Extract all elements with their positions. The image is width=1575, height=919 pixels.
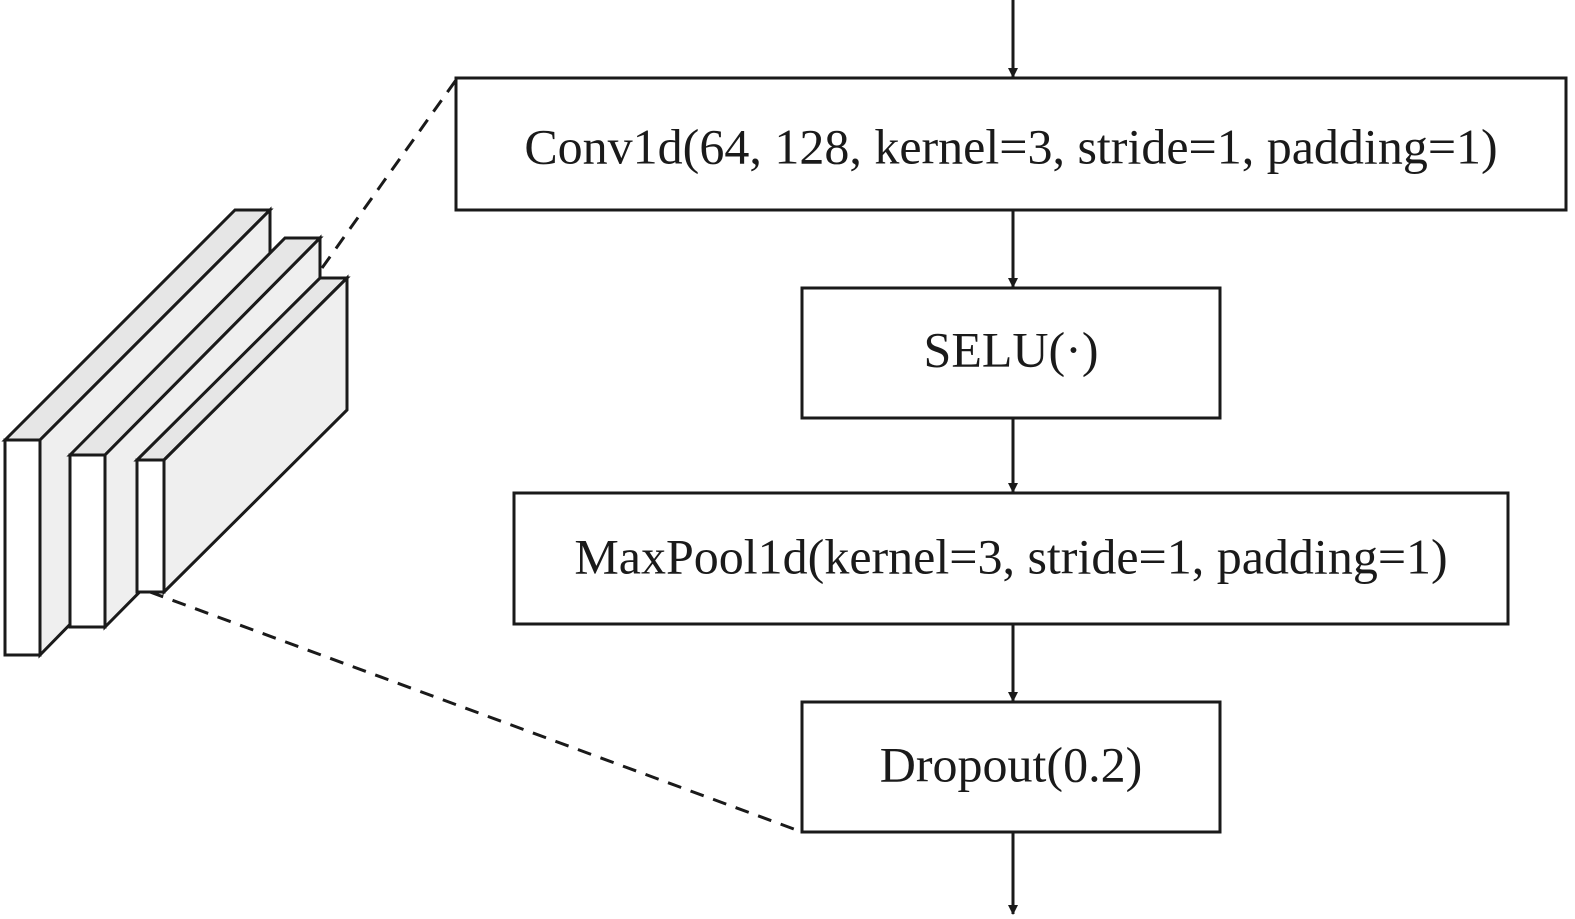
selu-layer-box: SELU(·): [800, 286, 1222, 420]
selu-label: SELU(·): [924, 321, 1099, 377]
zoom-connector-bottom: [149, 590, 803, 834]
feature-map-slice-3: [133, 274, 351, 596]
conv1d-layer-box: Conv1d(64, 128, kernel=3, stride=1, padd…: [454, 76, 1568, 212]
slice-2-front-face: [68, 453, 107, 629]
maxpool1d-layer-box: MaxPool1d(kernel=3, stride=1, padding=1): [512, 491, 1510, 626]
slice-3-front-face: [135, 458, 166, 594]
conv1d-label: Conv1d(64, 128, kernel=3, stride=1, padd…: [524, 118, 1497, 174]
slice-1-front-face: [3, 438, 42, 657]
feature-map-stack: [1, 206, 351, 659]
zoom-connector-top: [320, 79, 458, 269]
dropout-box-border: [800, 700, 1222, 834]
conv1d-box-border: [454, 76, 1568, 212]
selu-box-border: [800, 286, 1222, 420]
maxpool1d-label: MaxPool1d(kernel=3, stride=1, padding=1): [574, 528, 1447, 584]
dropout-layer-box: Dropout(0.2): [800, 700, 1222, 834]
dropout-label: Dropout(0.2): [880, 736, 1142, 792]
maxpool1d-box-border: [512, 491, 1510, 626]
